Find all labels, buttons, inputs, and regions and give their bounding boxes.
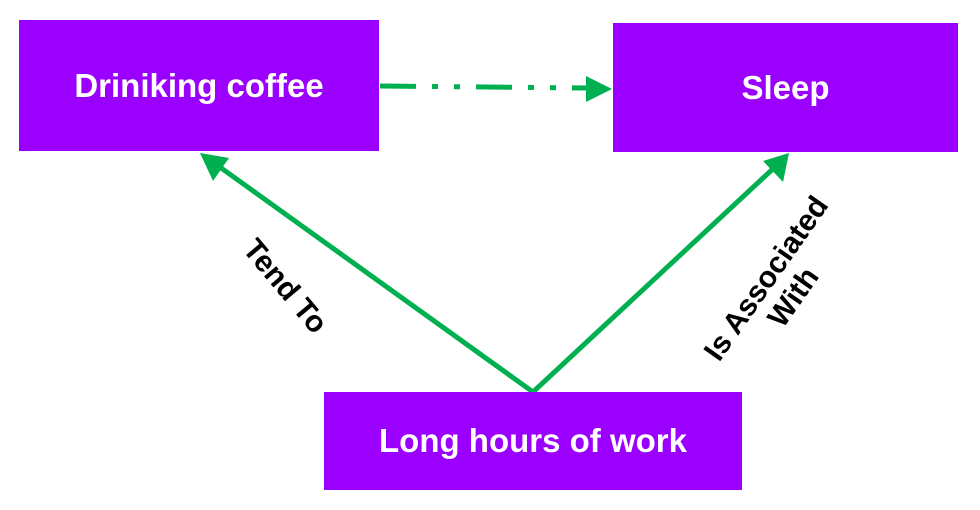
edge-work-to-coffee (215, 162, 535, 395)
node-sleep-label: Sleep (741, 68, 830, 106)
arrowhead-work-to-sleep (763, 153, 789, 182)
arrowhead-work-to-coffee (200, 153, 229, 181)
edge-coffee-to-sleep (379, 83, 589, 91)
node-long-hours-of-work-label: Long hours of work (379, 422, 687, 459)
node-drinking-coffee-label: Driniking coffee (74, 66, 324, 104)
edge-work-to-sleep (531, 164, 778, 394)
arrowhead-coffee-to-sleep (586, 76, 612, 102)
node-sleep: Sleep (613, 23, 958, 152)
node-drinking-coffee: Driniking coffee (19, 20, 379, 151)
node-long-hours-of-work: Long hours of work (324, 392, 742, 490)
